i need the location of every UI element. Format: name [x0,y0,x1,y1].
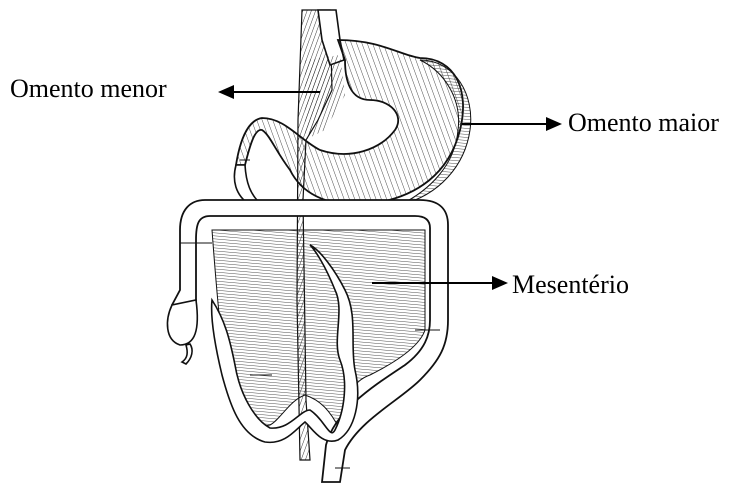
label-mesenterio: Mesentério [512,272,629,298]
duodenum [234,165,262,205]
label-omento-maior: Omento maior [568,110,719,136]
label-omento-menor: Omento menor [10,76,167,102]
cecum [167,300,197,364]
arrow-omento-maior [462,117,562,131]
lesser-omentum-region [305,55,345,140]
